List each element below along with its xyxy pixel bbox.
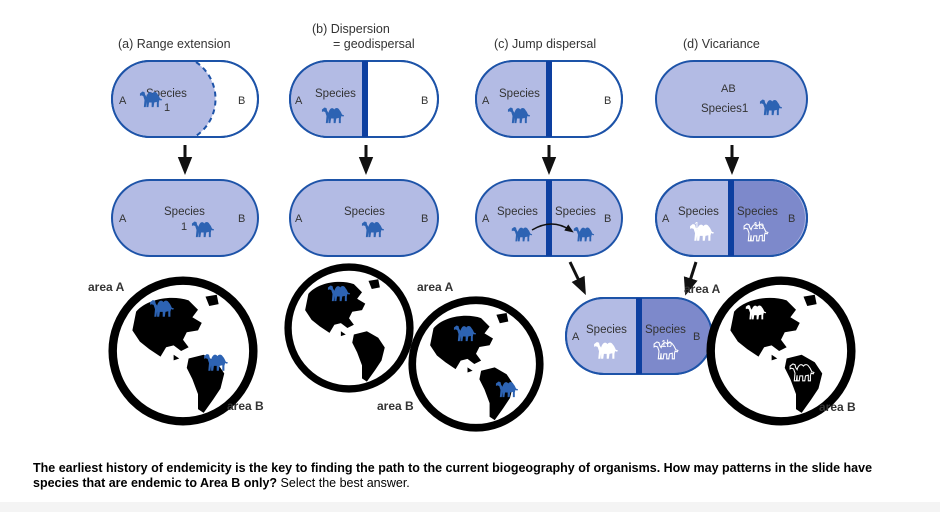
barrier	[728, 180, 734, 256]
barrier	[546, 180, 552, 256]
question-bold: The earliest history of endemicity is th…	[33, 461, 873, 490]
panel-c-bottom-pill	[475, 179, 623, 257]
area-a-label: area A	[88, 280, 125, 294]
question-instruction: Select the best answer.	[277, 476, 410, 490]
panel-a-title: (a) Range extension	[118, 37, 231, 51]
bottom-band	[0, 502, 940, 512]
pill-label-a: A	[662, 213, 670, 225]
area-b-label: area B	[377, 399, 414, 413]
pill-label-b: B	[788, 213, 795, 225]
species-number: 1b	[661, 339, 673, 350]
panel-d-bottom-pill	[655, 179, 808, 257]
panel-b-top-pill	[289, 60, 439, 138]
species-label: Species	[164, 206, 205, 218]
pill-label-a: A	[295, 95, 303, 107]
pill-label-b: B	[238, 213, 245, 225]
pill-label-b: B	[604, 95, 611, 107]
species-label: Species	[315, 88, 356, 100]
area-a-label: area A	[417, 280, 454, 294]
pill-label-a: A	[119, 213, 127, 225]
area-ab-label: AB	[721, 83, 736, 95]
species-number: 1b	[753, 221, 765, 232]
species-label: Species	[645, 324, 686, 336]
pill-label-a: A	[482, 95, 490, 107]
species-number: 1	[694, 221, 700, 232]
pill-label-b: B	[693, 331, 700, 343]
pill-label-b: B	[604, 213, 611, 225]
species-label: Species1	[701, 103, 748, 115]
pill-label-b: B	[238, 95, 245, 107]
species-number: 1	[164, 102, 170, 114]
question-text: The earliest history of endemicity is th…	[33, 461, 913, 491]
barrier	[636, 298, 642, 374]
area-b-label: area B	[819, 400, 856, 414]
species-number: 1	[181, 221, 187, 233]
panel-c-title: (c) Jump dispersal	[494, 37, 596, 51]
barrier	[546, 61, 552, 137]
arrow-down-icon	[568, 261, 586, 296]
panel-d-top-pill	[655, 60, 808, 138]
species-label: Species	[737, 206, 778, 218]
panel-b-subtitle: = geodispersal	[333, 37, 415, 51]
species-label: Species	[344, 206, 385, 218]
pill-label-b: B	[421, 95, 428, 107]
panel-b-bottom-pill	[289, 179, 439, 257]
merged-pill	[565, 297, 713, 375]
pill-label-a: A	[119, 95, 127, 107]
panel-c-top-pill	[475, 60, 623, 138]
species-label: Species	[678, 206, 719, 218]
panel-a-top-pill	[111, 60, 259, 138]
pill-label-a: A	[482, 213, 490, 225]
area-a-label: area A	[684, 282, 721, 296]
panel-d-title: (d) Vicariance	[683, 37, 760, 51]
barrier	[362, 61, 368, 137]
panel-b-title: (b) Dispersion	[312, 22, 390, 36]
pill-label-b: B	[421, 213, 428, 225]
panel-a-bottom-pill	[111, 179, 259, 257]
pill-label-a: A	[295, 213, 303, 225]
globe-icon	[288, 267, 410, 389]
species-label: Species	[586, 324, 627, 336]
jump-arrow	[531, 223, 574, 233]
globe-icon	[412, 300, 540, 428]
arrow-down-icon	[683, 261, 698, 296]
species-label: Species	[555, 206, 596, 218]
species-label: Species	[497, 206, 538, 218]
pill-label-a: A	[572, 331, 580, 343]
area-b-label: area B	[227, 399, 264, 413]
species-label: Species	[499, 88, 540, 100]
